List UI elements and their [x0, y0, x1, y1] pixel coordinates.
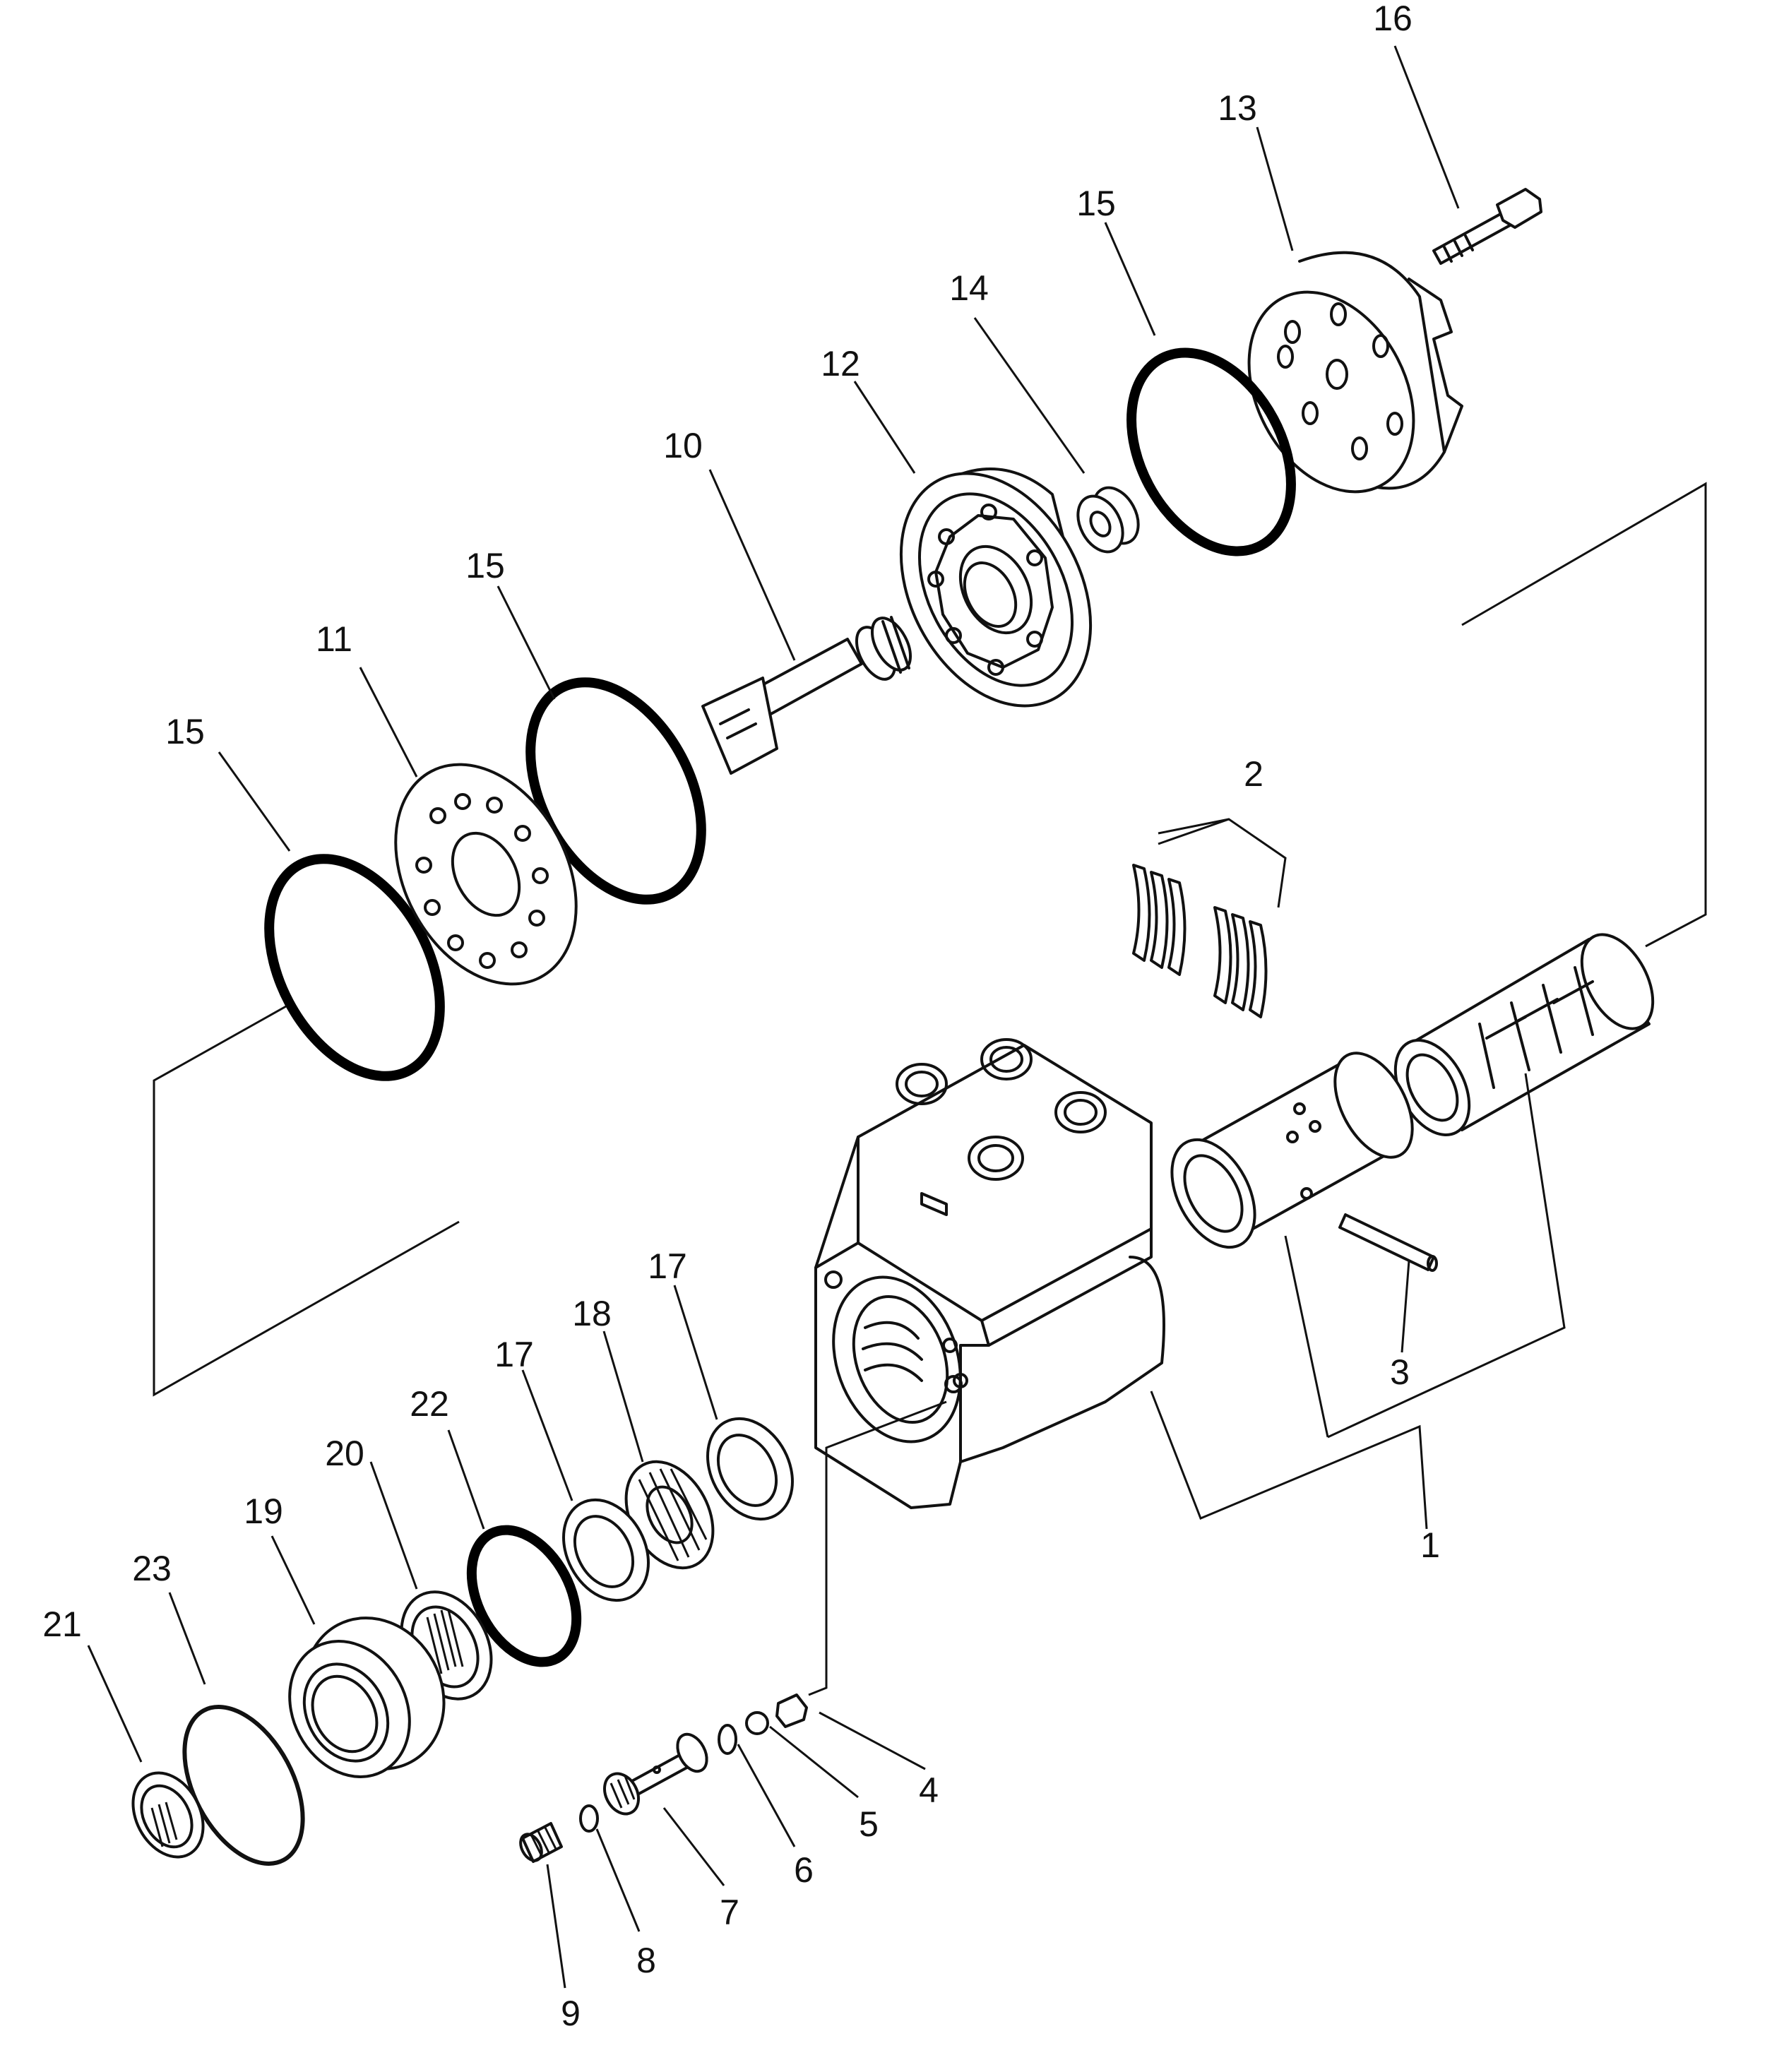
callout-17-lower: 17 [494, 1335, 534, 1374]
callout-19: 19 [244, 1492, 283, 1531]
part-5-check-ball [745, 1711, 769, 1735]
part-4-check-seat [775, 1693, 808, 1728]
callout-18: 18 [572, 1294, 612, 1333]
callout-15-middle: 15 [465, 546, 505, 585]
callout-11: 11 [316, 619, 352, 659]
callout-12: 12 [821, 344, 860, 383]
part-22-oring [466, 1525, 582, 1667]
callout-3: 3 [1390, 1352, 1410, 1392]
callout-23: 23 [132, 1549, 172, 1588]
callout-5: 5 [859, 1804, 879, 1844]
callout-8: 8 [636, 1941, 656, 1980]
part-19-gland [288, 1616, 446, 1778]
part-7-valve-body [603, 1732, 708, 1816]
leader-lines [87, 45, 1566, 1989]
callout-15-lower: 15 [165, 712, 205, 751]
callout-4: 4 [919, 1770, 939, 1810]
callout-1: 1 [1420, 1525, 1440, 1565]
callout-22: 22 [410, 1384, 449, 1424]
part-8-oring [579, 1804, 599, 1833]
callout-17-upper: 17 [648, 1246, 687, 1286]
callout-6: 6 [794, 1850, 814, 1890]
part-1-spool [1393, 933, 1655, 1136]
callout-9: 9 [561, 1994, 581, 2033]
callout-2: 2 [1244, 754, 1263, 794]
part-16-bolt [1432, 188, 1542, 265]
part-11-distributor-plate [394, 763, 578, 986]
callout-21: 21 [42, 1604, 82, 1644]
callout-16: 16 [1373, 0, 1413, 38]
callout-14: 14 [949, 268, 989, 308]
callout-20: 20 [325, 1434, 364, 1473]
part-3-pin [1338, 1213, 1438, 1272]
part-1-housing [814, 1038, 1165, 1509]
part-1-sleeve [1170, 1052, 1414, 1249]
callout-13: 13 [1218, 88, 1257, 128]
part-10-drive-shaft [701, 616, 912, 775]
part-15-oring-upper [1126, 347, 1296, 556]
part-14-thrust-washer [1076, 486, 1140, 554]
callout-15-upper: 15 [1076, 184, 1116, 223]
assembly-bracket-lines [153, 482, 1707, 1397]
part-17-seal-lower [562, 1498, 650, 1602]
part-13-end-cover [1247, 251, 1463, 494]
callout-7: 7 [720, 1893, 739, 1932]
part-17-seal-upper [706, 1417, 794, 1521]
callout-labels: 16 13 15 14 12 10 15 11 15 2 3 1 4 5 6 7… [42, 0, 1440, 2033]
callout-10: 10 [663, 426, 703, 465]
part-21-dust-seal [131, 1771, 205, 1859]
part-15-oring-lower [264, 854, 445, 1081]
part-12-gerotor-set [899, 468, 1093, 708]
part-2-centering-springs [1132, 864, 1268, 1018]
part-6-oring [718, 1724, 737, 1755]
part-9-plug [519, 1822, 563, 1863]
